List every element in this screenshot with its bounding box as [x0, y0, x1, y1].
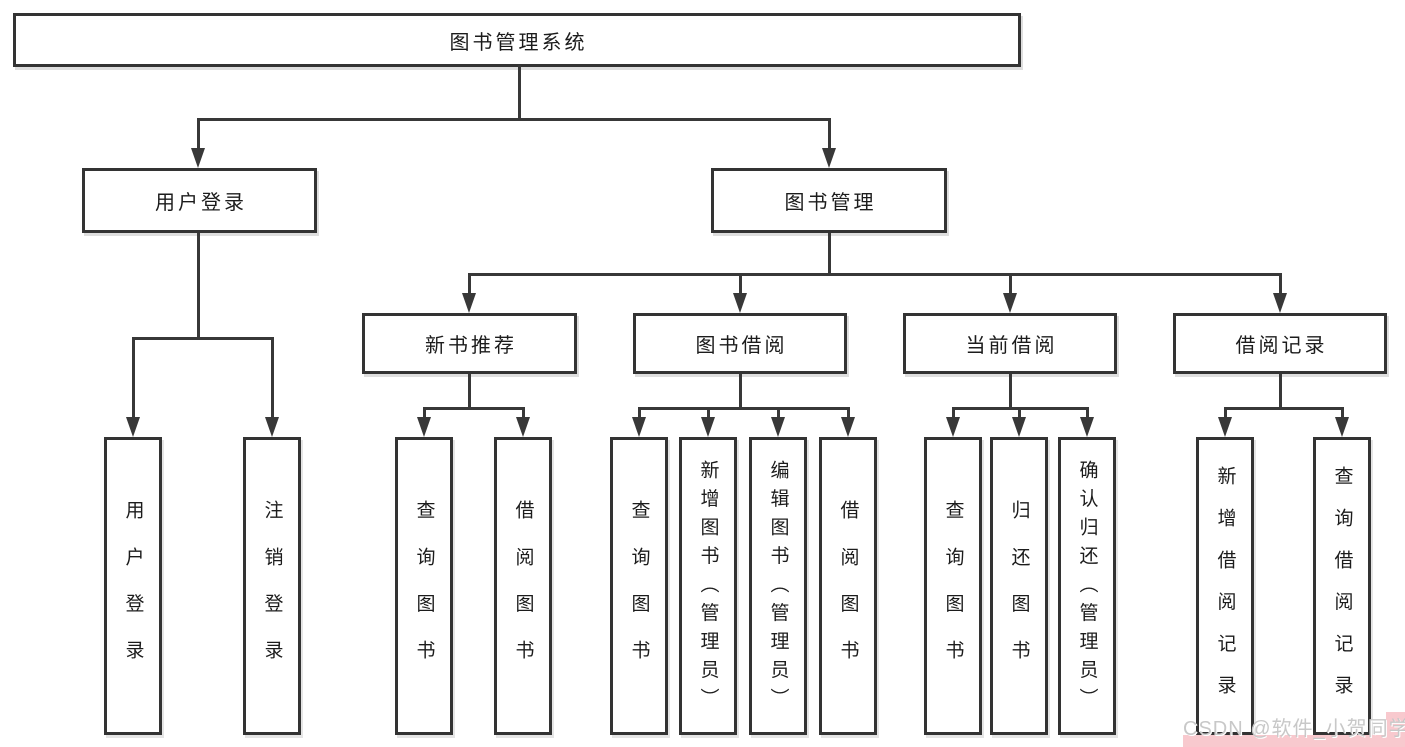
- arrowhead: [516, 417, 530, 437]
- arrowhead: [1012, 417, 1026, 437]
- connector-split: [197, 118, 831, 121]
- node-current-borrow: 当前借阅: [903, 313, 1117, 374]
- connector-split: [952, 407, 1089, 410]
- leaf-borrow-book-2: 借阅图书: [819, 437, 877, 735]
- node-label: 新书推荐: [425, 335, 517, 357]
- node-label: 用户登录: [155, 192, 247, 214]
- watermark-accent-corner: [1386, 712, 1405, 747]
- arrowhead: [1335, 417, 1349, 437]
- leaf-return-book: 归还图书: [990, 437, 1048, 735]
- connector-stem: [739, 273, 742, 298]
- node-label: 借阅记录: [1235, 335, 1328, 357]
- node-book-management: 图书管理: [711, 168, 947, 233]
- connector-stem: [271, 337, 274, 420]
- connector-stem: [522, 407, 525, 421]
- leaf-label: 查询图书: [942, 499, 964, 686]
- connector-split: [132, 337, 274, 340]
- leaf-borrow-book-1: 借阅图书: [494, 437, 552, 735]
- arrowhead: [265, 417, 279, 437]
- connector-stem: [828, 120, 831, 148]
- arrowhead: [462, 293, 476, 313]
- leaf-add-borrow-record: 新增借阅记录: [1196, 437, 1254, 735]
- connector-stem: [1341, 407, 1344, 421]
- connector-split: [1224, 407, 1344, 410]
- leaf-label: 确认归还（管理员）: [1076, 460, 1098, 717]
- leaf-label: 查询图书: [628, 499, 650, 686]
- leaf-user-login: 用户登录: [104, 437, 162, 735]
- connector-stem: [847, 407, 850, 421]
- node-user-login: 用户登录: [82, 168, 317, 233]
- arrowhead: [771, 417, 785, 437]
- connector-split: [638, 407, 850, 410]
- leaf-query-book-1: 查询图书: [395, 437, 453, 735]
- arrowhead: [191, 148, 205, 168]
- arrowhead: [733, 293, 747, 313]
- leaf-query-book-2: 查询图书: [610, 437, 668, 735]
- leaf-label: 查询图书: [413, 499, 435, 686]
- connector-stem: [1018, 407, 1021, 421]
- connector-mgmt-trunk: [828, 233, 831, 276]
- leaf-query-borrow-record: 查询借阅记录: [1313, 437, 1371, 735]
- connector-trunk: [1009, 374, 1012, 409]
- arrowhead: [632, 417, 646, 437]
- connector-trunk: [468, 374, 471, 409]
- connector-stem: [777, 407, 780, 421]
- leaf-label: 查询借阅记录: [1331, 466, 1353, 718]
- node-borrow-records: 借阅记录: [1173, 313, 1387, 374]
- arrowhead: [1218, 417, 1232, 437]
- connector-stem: [952, 407, 955, 421]
- leaf-query-book-3: 查询图书: [924, 437, 982, 735]
- connector-stem: [638, 407, 641, 421]
- leaf-label: 编辑图书（管理员）: [767, 460, 789, 717]
- connector-trunk: [739, 374, 742, 409]
- leaf-label: 用户登录: [122, 499, 144, 686]
- csdn-watermark: CSDN @软件_小贺同学: [1183, 718, 1405, 740]
- leaf-confirm-return-admin: 确认归还（管理员）: [1058, 437, 1116, 735]
- connector-split: [423, 407, 525, 410]
- leaf-logout: 注销登录: [243, 437, 301, 735]
- node-label: 图书借阅: [695, 335, 788, 357]
- connector-trunk: [1279, 374, 1282, 409]
- arrowhead: [822, 148, 836, 168]
- connector-stem: [468, 273, 471, 298]
- leaf-label: 新增图书（管理员）: [697, 460, 719, 717]
- arrowhead: [1003, 293, 1017, 313]
- node-book-borrow: 图书借阅: [633, 313, 847, 374]
- connector-stem: [197, 120, 200, 148]
- leaf-add-book-admin: 新增图书（管理员）: [679, 437, 737, 735]
- arrowhead: [946, 417, 960, 437]
- connector-split: [468, 273, 1282, 276]
- arrowhead: [701, 417, 715, 437]
- node-label: 图书管理系统: [449, 31, 588, 54]
- leaf-label: 注销登录: [261, 499, 283, 686]
- node-label: 图书管理: [784, 192, 877, 214]
- node-label: 当前借阅: [965, 335, 1058, 357]
- connector-stem: [1279, 273, 1282, 298]
- connector-stem: [707, 407, 710, 421]
- arrowhead: [841, 417, 855, 437]
- leaf-label: 借阅图书: [837, 499, 859, 686]
- connector-root-trunk: [518, 65, 521, 120]
- connector-stem: [423, 407, 426, 421]
- watermark-accent-strip: [1183, 735, 1405, 747]
- connector-login-trunk: [197, 233, 200, 339]
- arrowhead: [126, 417, 140, 437]
- arrowhead: [1080, 417, 1094, 437]
- connector-stem: [132, 337, 135, 420]
- leaf-label: 借阅图书: [512, 499, 534, 686]
- node-library-system: 图书管理系统: [13, 13, 1021, 67]
- leaf-label: 归还图书: [1008, 499, 1030, 686]
- connector-stem: [1086, 407, 1089, 421]
- connector-stem: [1224, 407, 1227, 421]
- connector-stem: [1009, 273, 1012, 298]
- leaf-edit-book-admin: 编辑图书（管理员）: [749, 437, 807, 735]
- node-new-book-recommend: 新书推荐: [362, 313, 577, 374]
- leaf-label: 新增借阅记录: [1214, 466, 1236, 718]
- arrowhead: [1273, 293, 1287, 313]
- arrowhead: [417, 417, 431, 437]
